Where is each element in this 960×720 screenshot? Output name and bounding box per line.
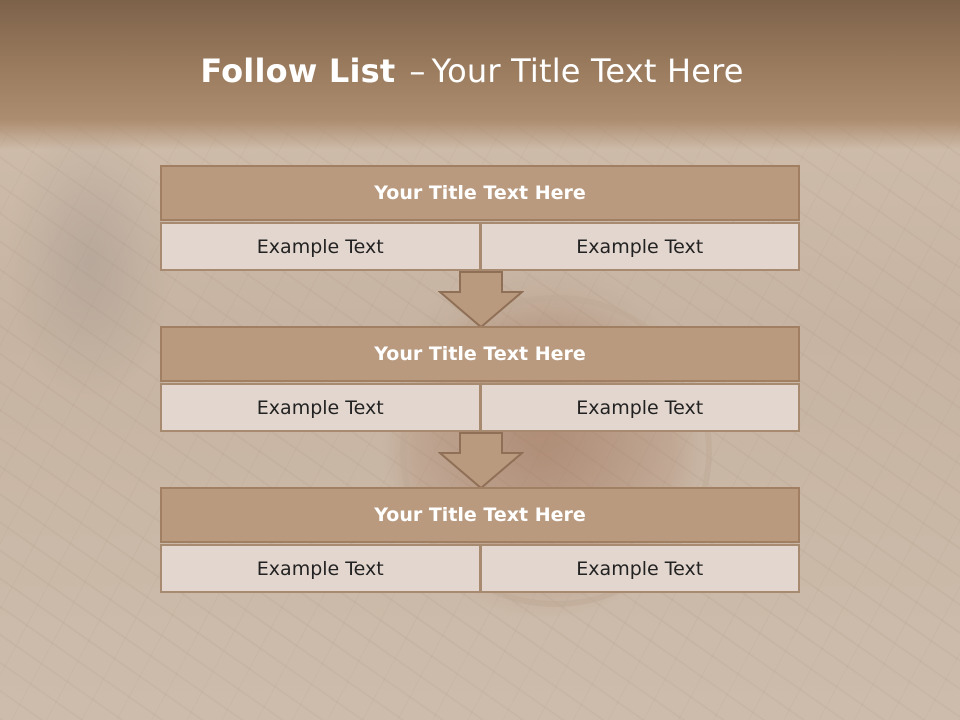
title-rest-part: Your Title Text Here <box>431 52 744 90</box>
list-block-1: Your Title Text Here Example Text Exampl… <box>160 165 800 271</box>
header-band <box>0 0 960 150</box>
block-title: Your Title Text Here <box>160 487 800 543</box>
block-row: Example Text Example Text <box>160 222 800 271</box>
title-separator: – <box>409 52 426 90</box>
block-title: Your Title Text Here <box>160 165 800 221</box>
down-arrow-icon <box>438 432 524 490</box>
block-row: Example Text Example Text <box>160 544 800 593</box>
block-cell-right: Example Text <box>480 383 800 432</box>
down-arrow-icon <box>438 271 524 329</box>
block-cell-left: Example Text <box>160 383 481 432</box>
title-bold-part: Follow List <box>200 52 396 90</box>
page-title: Follow List–Your Title Text Here <box>0 52 944 90</box>
block-cell-left: Example Text <box>160 544 481 593</box>
block-title: Your Title Text Here <box>160 326 800 382</box>
block-cell-right: Example Text <box>480 222 800 271</box>
block-cell-right: Example Text <box>480 544 800 593</box>
list-block-2: Your Title Text Here Example Text Exampl… <box>160 326 800 432</box>
compass-ring-image <box>400 295 712 607</box>
list-block-3: Your Title Text Here Example Text Exampl… <box>160 487 800 593</box>
block-cell-left: Example Text <box>160 222 481 271</box>
block-row: Example Text Example Text <box>160 383 800 432</box>
